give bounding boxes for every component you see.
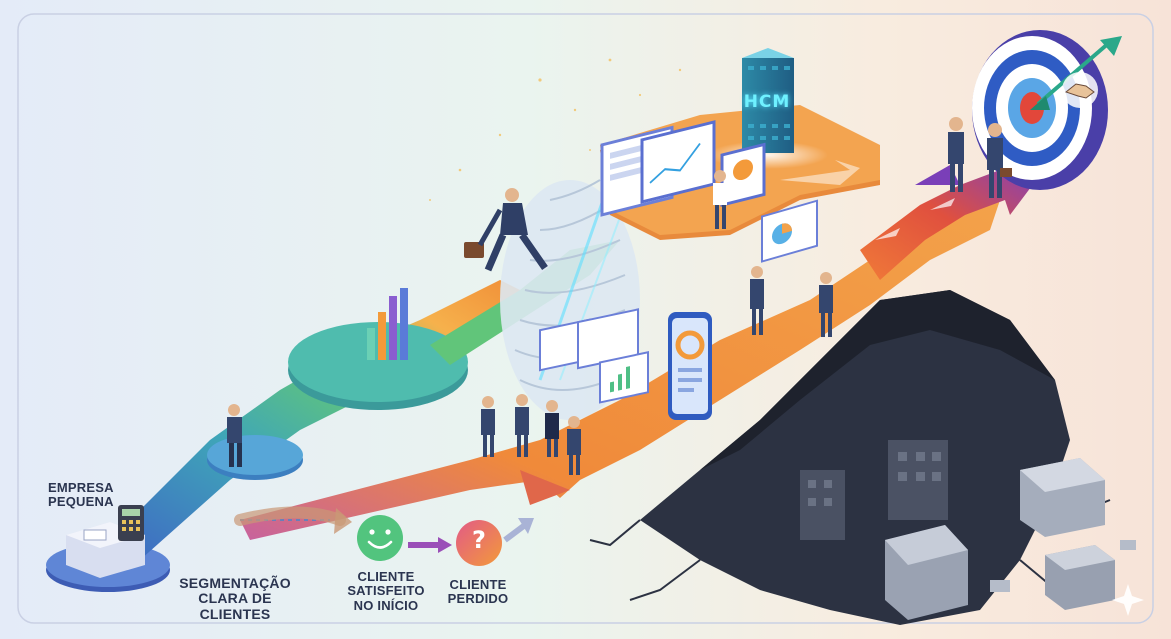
calculator-icon [118, 505, 144, 541]
label-line: SEGMENTAÇÃO [179, 575, 291, 591]
label-line: PEQUENA [48, 494, 114, 510]
label-line: CLARA DE CLIENTES [198, 590, 272, 622]
label-line: EMPRESA [48, 480, 114, 495]
business-people [227, 117, 1012, 475]
label-line: CLIENTE [357, 569, 415, 584]
label-cliente-perdido: CLIENTE PERDIDO [436, 577, 520, 607]
customer-flow [234, 506, 534, 553]
question-glyph: ? [472, 526, 486, 554]
label-segmentacao: SEGMENTAÇÃO CLARA DE CLIENTES [162, 575, 308, 622]
label-line: CLIENTE [449, 577, 507, 592]
abyss [589, 290, 1111, 625]
broken-office-boxes [885, 458, 1136, 620]
bar-chart-icon [367, 288, 408, 360]
label-line: SATISFEITO [347, 583, 425, 599]
sparkles [429, 58, 682, 201]
sparkle-icon [1112, 584, 1144, 616]
dashboard-screens [539, 120, 818, 404]
smiley-face-icon [357, 515, 403, 561]
question-mark-icon [456, 520, 502, 566]
success-arrow [860, 160, 1040, 280]
hcm-tower-label: HCM [743, 92, 791, 112]
smartphone [668, 312, 712, 420]
handshake-icon [1062, 72, 1098, 108]
label-empresa-pequena: EMPRESA PEQUENA [48, 480, 114, 510]
label-cliente-satisfeito: CLIENTE SATISFEITO NO INÍCIO [334, 569, 438, 613]
label-line: PERDIDO [447, 591, 509, 607]
label-line: NO INÍCIO [353, 597, 419, 613]
frame-border [17, 13, 1154, 624]
